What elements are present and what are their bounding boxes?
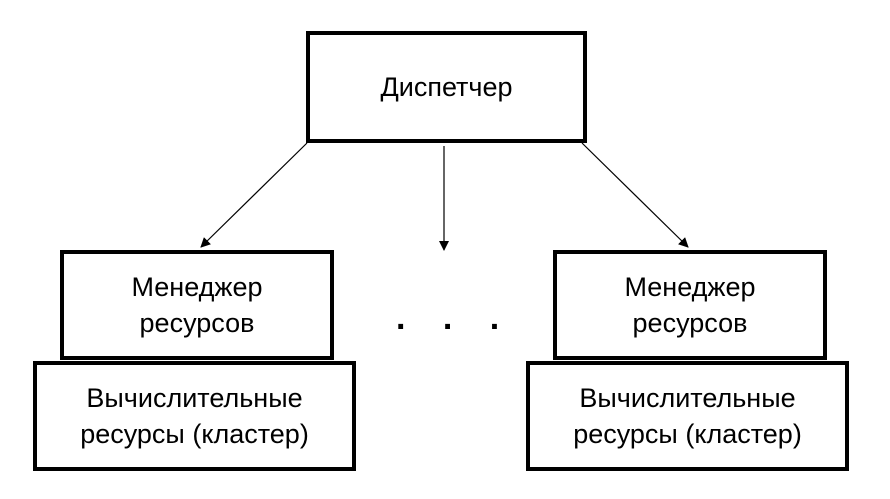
right-resource-manager-box: Менеджер ресурсов (553, 250, 827, 360)
left-cluster-box: Вычислительные ресурсы (кластер) (33, 361, 356, 471)
right-cluster-box: Вычислительные ресурсы (кластер) (526, 361, 849, 471)
ellipsis-marker: . . . (396, 299, 514, 337)
left-resource-manager-box: Менеджер ресурсов (60, 250, 334, 360)
right-cluster-label: Вычислительные ресурсы (кластер) (573, 382, 802, 449)
dispatcher-box: Диспетчер (306, 31, 587, 143)
left-cluster-label: Вычислительные ресурсы (кластер) (80, 382, 309, 449)
dispatcher-label: Диспетчер (380, 71, 513, 102)
left-resource-manager-label: Менеджер ресурсов (131, 271, 263, 338)
arrow-to-left-manager (200, 142, 308, 248)
right-resource-manager-label: Менеджер ресурсов (624, 271, 756, 338)
arrow-to-right-manager (581, 142, 689, 248)
